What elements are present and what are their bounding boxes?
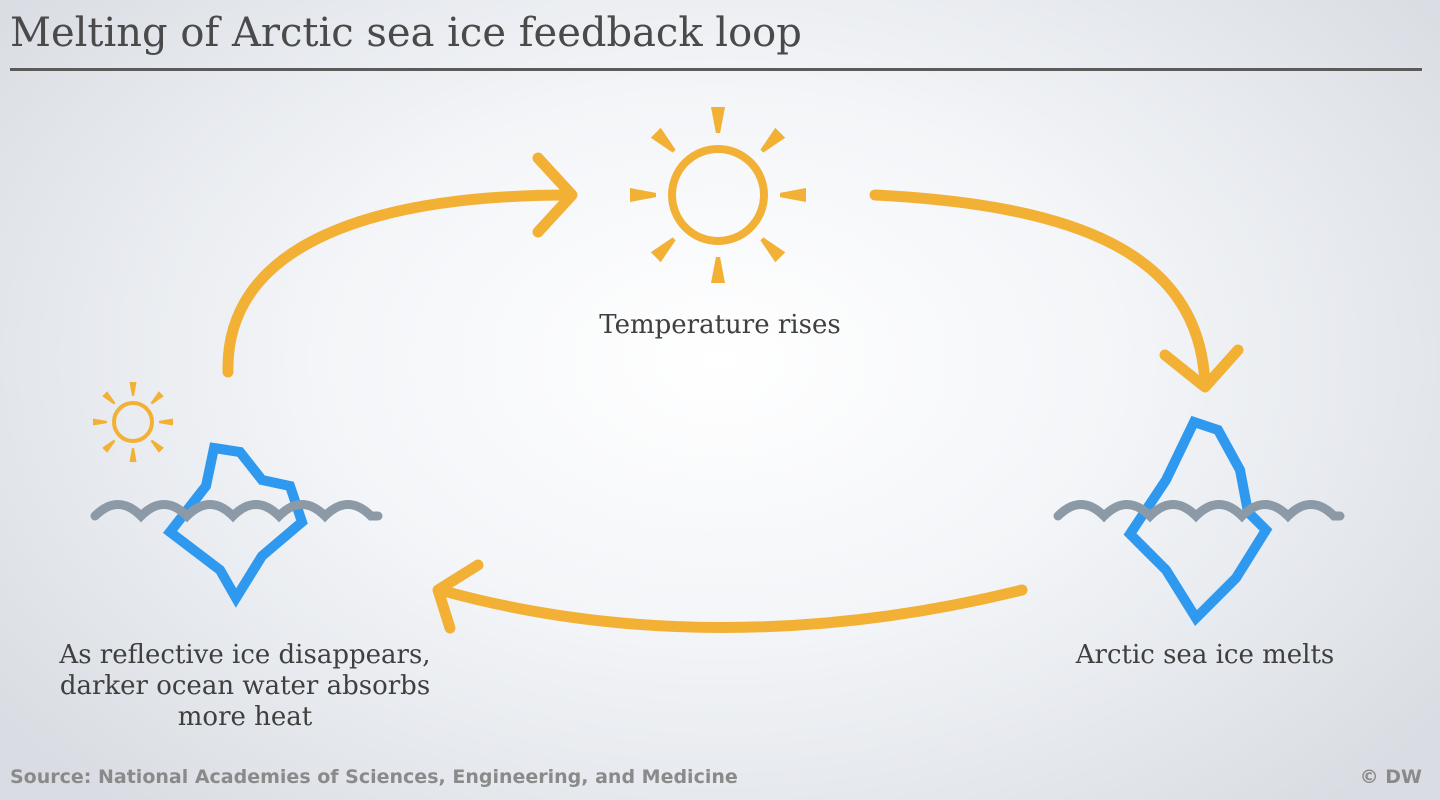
sun-ray	[780, 188, 806, 202]
sun-ray	[711, 257, 725, 283]
sun-ray	[129, 382, 137, 396]
iceberg-right-icon	[1123, 415, 1273, 626]
arrow-to-temperature	[222, 152, 578, 378]
arrow-to-melts-shaft	[869, 189, 1211, 391]
sun-ray	[650, 237, 676, 263]
arrow-to-absorb-shaft	[434, 584, 1028, 633]
arrow-to-temperature-shaft	[222, 189, 576, 378]
sun-ray	[650, 127, 676, 153]
large-sun-icon	[630, 107, 806, 283]
source-note: Source: National Academies of Sciences, …	[10, 766, 738, 788]
sun-ray	[102, 391, 116, 405]
sun-ray	[150, 439, 164, 453]
step-ocean-absorbs-heat: As reflective ice disappears, darker oce…	[40, 640, 450, 734]
sun-ray	[102, 439, 116, 453]
arrow-to-melts-head	[1159, 344, 1244, 393]
step-ocean-absorbs-heat-line-3: more heat	[177, 702, 313, 733]
step-ocean-absorbs-heat-line-1: As reflective ice disappears,	[59, 640, 431, 670]
step-ocean-absorbs-heat-line-2: darker ocean water absorbs	[59, 671, 431, 702]
sun-ray	[150, 391, 164, 405]
sun-ray	[630, 188, 656, 202]
arrow-to-melts	[869, 189, 1244, 393]
waves-right-icon	[1053, 500, 1345, 523]
waves-left-icon	[90, 500, 383, 523]
arrow-to-absorb-head	[432, 559, 484, 634]
step-temperature-rises: Temperature rises	[599, 310, 841, 340]
credit-note: © DW	[1359, 766, 1422, 788]
arrow-to-absorb	[432, 559, 1028, 634]
sun-ray	[93, 418, 107, 426]
sun-ray	[760, 237, 786, 263]
arrow-to-temperature-head	[532, 152, 578, 238]
page-title: Melting of Arctic sea ice feedback loop	[10, 10, 802, 56]
sun-ray	[711, 107, 725, 133]
title-divider	[10, 68, 1422, 71]
iceberg-left-icon	[162, 442, 308, 608]
sun-ray	[760, 127, 786, 153]
sun-ray	[129, 448, 137, 462]
step-ice-melts: Arctic sea ice melts	[1075, 640, 1335, 670]
small-sun-icon	[93, 382, 173, 462]
sun-ray	[159, 418, 173, 426]
